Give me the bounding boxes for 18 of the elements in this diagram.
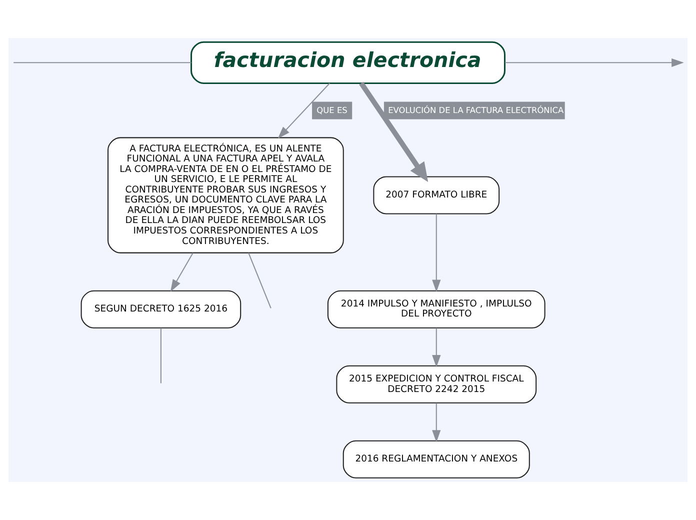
node-box: A FACTURA ELECTRÓNICA, ES UN ALENTE FUNCIONAL A UNA FACTURA APEL Y AVALA LA COMPRA-VENTA DE EN O EL PRÉSTAMO DE UN SERVICIO, E LE PERMITE AL CONTRIBUYENTE PROBAR SUS INGRESOS Y EGRESOS, UN DOCUMENTO CLAVE PARA LA ARACIÓN DE IMPUESTOS, YA QUE A RAVÉS DE ELLA LA DIAN PUEDE REEMBOLSAR LOS IMPUESTOS CORRESPONDIENTES A LOS CONTRIBUYENTES. [108,137,344,254]
node-box: facturacion electronica [190,41,506,84]
arrow [432,328,441,368]
edge-label: QUE ES [316,104,348,115]
node-box: SEGUN DECRETO 1625 2016 [80,290,242,328]
connector [14,62,192,64]
node-box: 2015 EXPEDICION Y CONTROL FISCAL DECRETO 2242 2015 [336,365,537,404]
connector [248,252,272,308]
edge-label: EVOLUCIÓN DE LA FACTURA ELECTRÓNICA [388,104,564,115]
arrow [170,252,194,292]
arrow [432,214,441,292]
arrow [505,58,684,67]
node-box: 2016 REGLAMENTACION Y ANEXOS [342,440,530,478]
arrow [278,82,330,139]
arrow [432,403,441,442]
node-box: 2014 IMPULSO Y MANIFIESTO , IMPLULSO DEL PROYECTO [327,290,546,328]
node-box: 2007 FORMATO LIBRE [373,176,500,214]
connector [160,328,162,384]
